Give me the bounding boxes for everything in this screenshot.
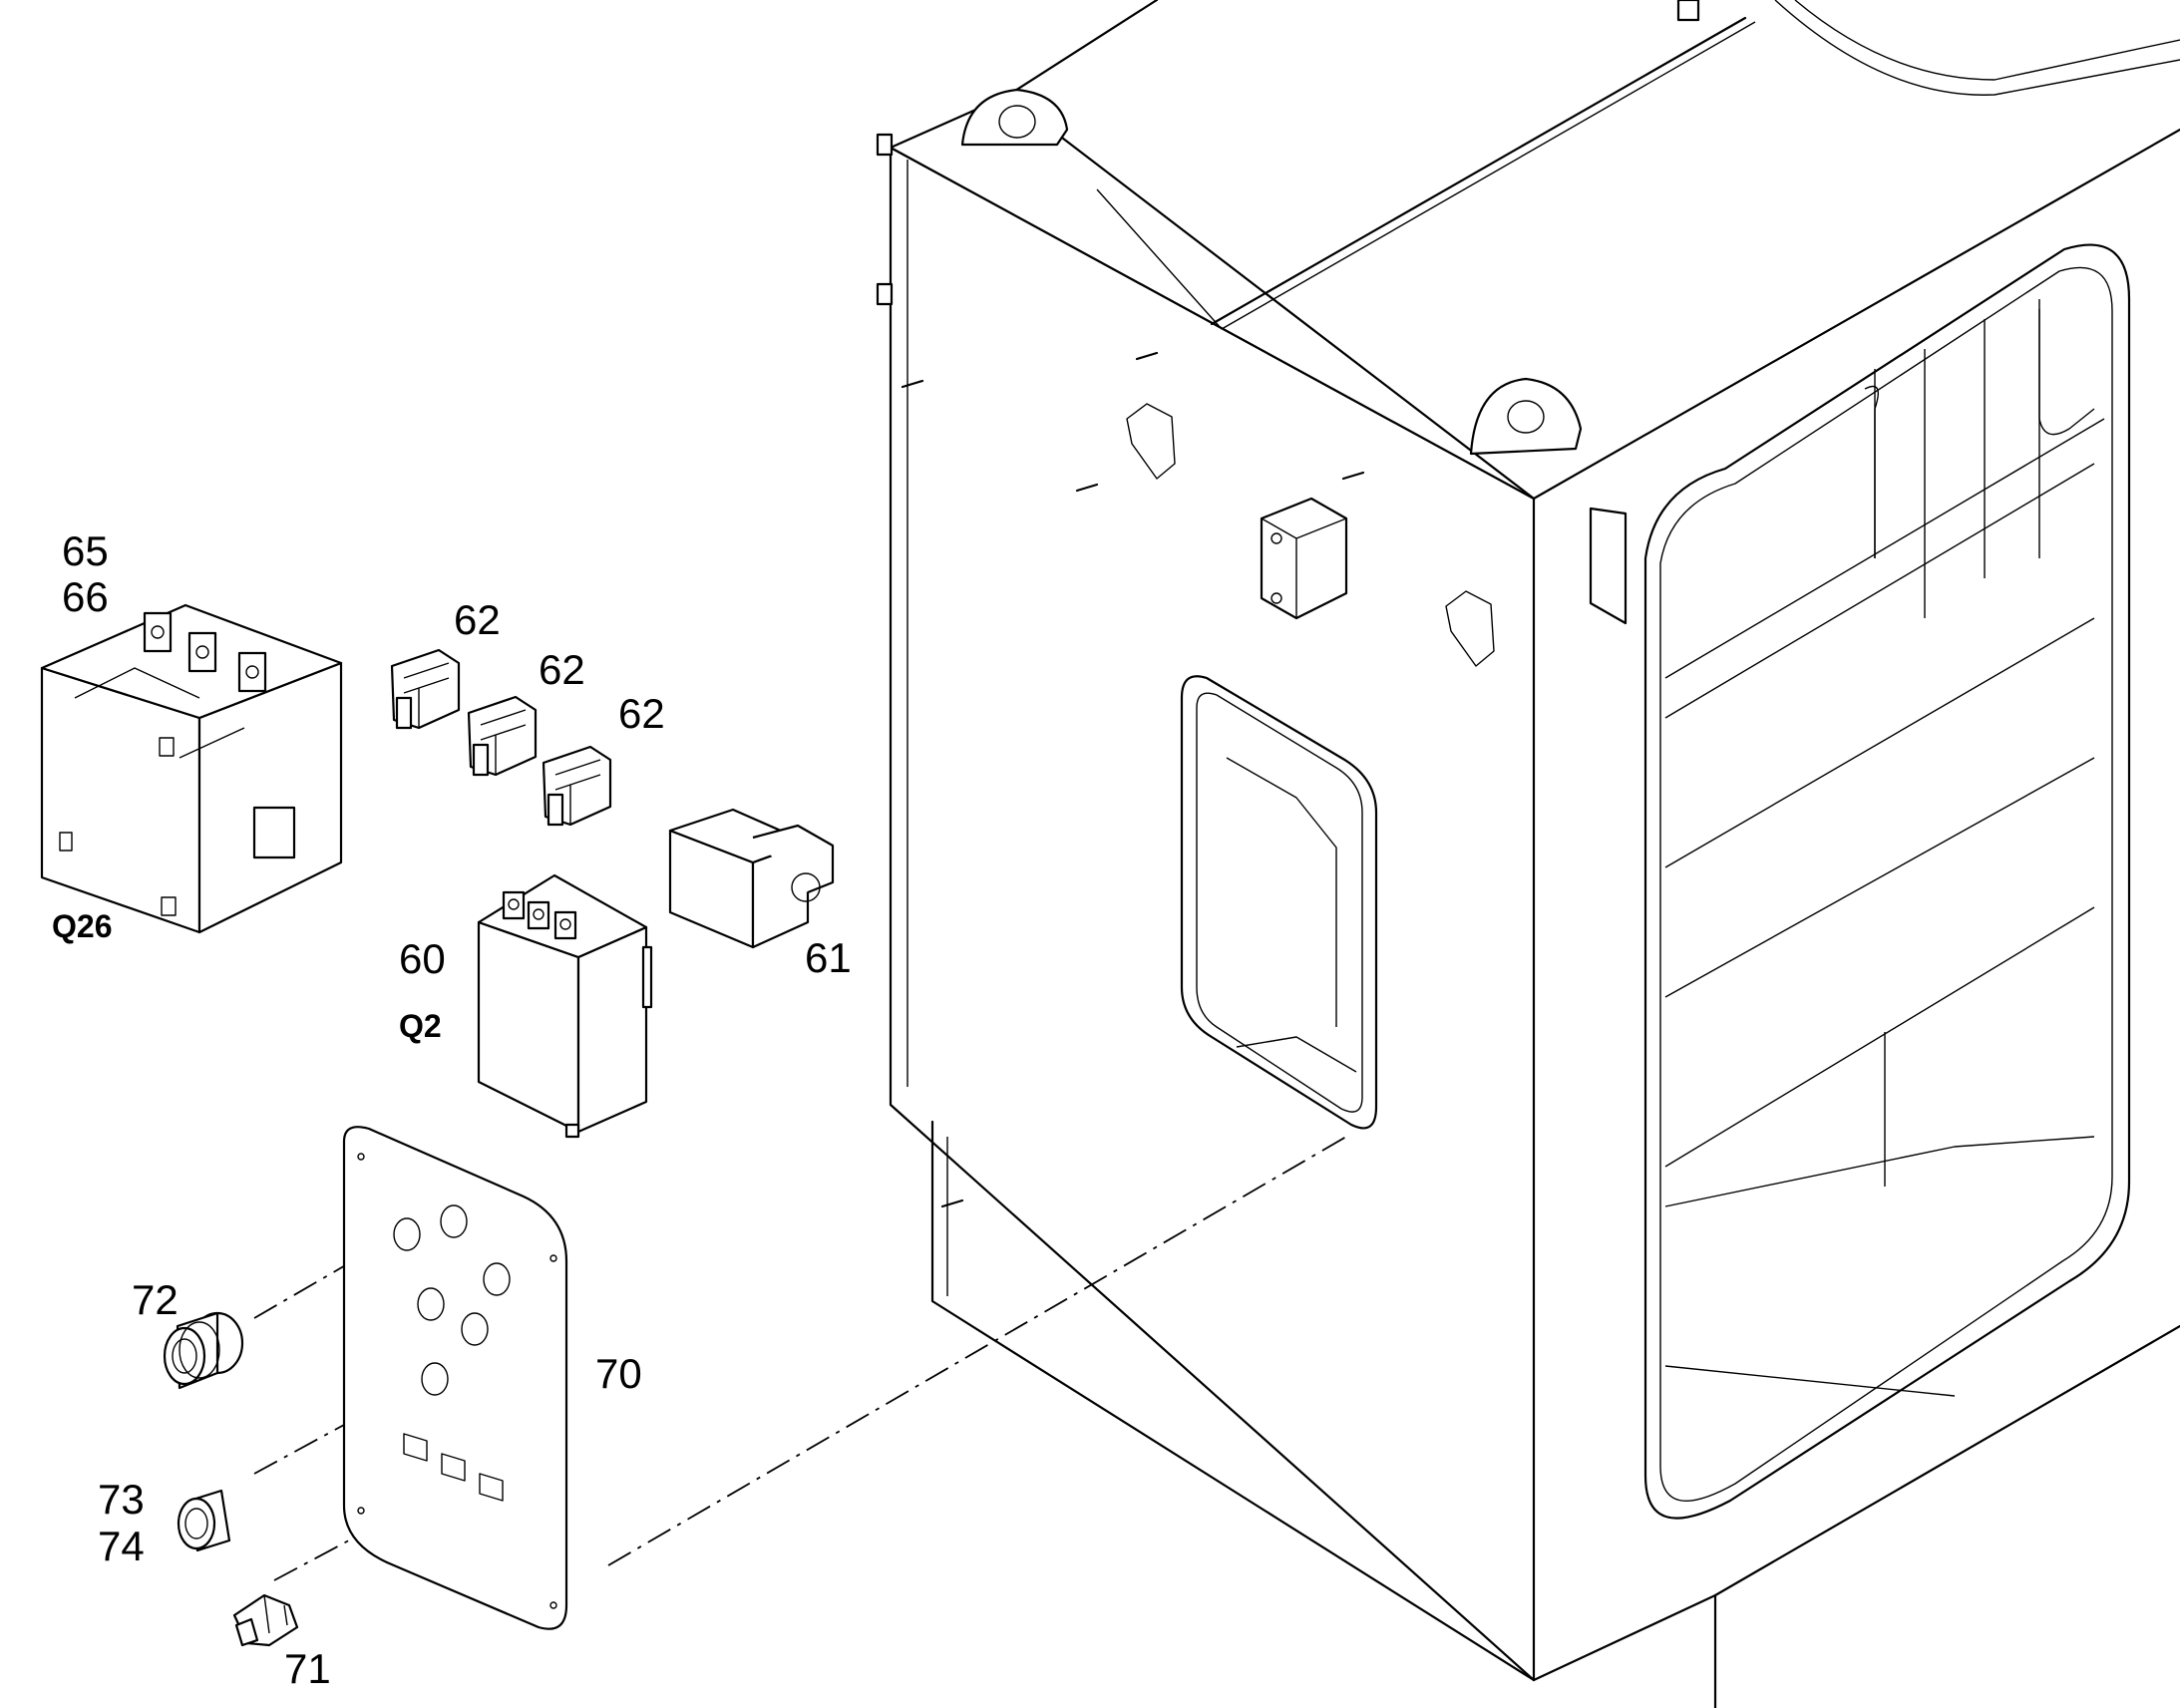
callout-62-c: 62 xyxy=(618,690,665,737)
lifting-lug-right xyxy=(1469,377,1583,456)
callout-60: 60 xyxy=(399,935,446,982)
part-70-mounting-plate xyxy=(342,1126,568,1630)
lifting-lug-left xyxy=(960,88,1069,147)
studs xyxy=(901,351,1365,1208)
callout-61: 61 xyxy=(805,934,852,981)
part-72-cable-gland xyxy=(163,1311,244,1390)
part-q26-contactor xyxy=(40,603,343,934)
callout-73: 73 xyxy=(98,1476,145,1523)
callout-62-a: 62 xyxy=(454,596,501,643)
part-73-74-plug xyxy=(177,1489,231,1552)
callout-66: 66 xyxy=(62,573,109,620)
callout-62-b: 62 xyxy=(539,646,585,693)
part-62-clip-1 xyxy=(390,648,461,730)
callout-65: 65 xyxy=(62,527,109,574)
callout-74: 74 xyxy=(98,1523,145,1569)
mounting-block xyxy=(1260,497,1348,620)
part-q2-breaker xyxy=(477,873,653,1139)
callout-70: 70 xyxy=(595,1350,642,1397)
designator-q2: Q2 xyxy=(399,1008,442,1044)
cabinet-enclosure xyxy=(876,0,2180,1708)
designator-q26: Q26 xyxy=(52,908,112,944)
callout-72: 72 xyxy=(132,1276,179,1323)
part-61-module xyxy=(668,808,835,949)
callout-labels: 65 66 62 62 62 60 61 70 71 72 73 74 Q26 … xyxy=(52,527,852,1692)
side-panel-opening xyxy=(1180,675,1378,1130)
part-62-clip-2 xyxy=(467,695,538,777)
part-71-connector xyxy=(232,1593,299,1647)
part-62-clip-3 xyxy=(542,745,612,827)
callout-71: 71 xyxy=(284,1645,331,1692)
